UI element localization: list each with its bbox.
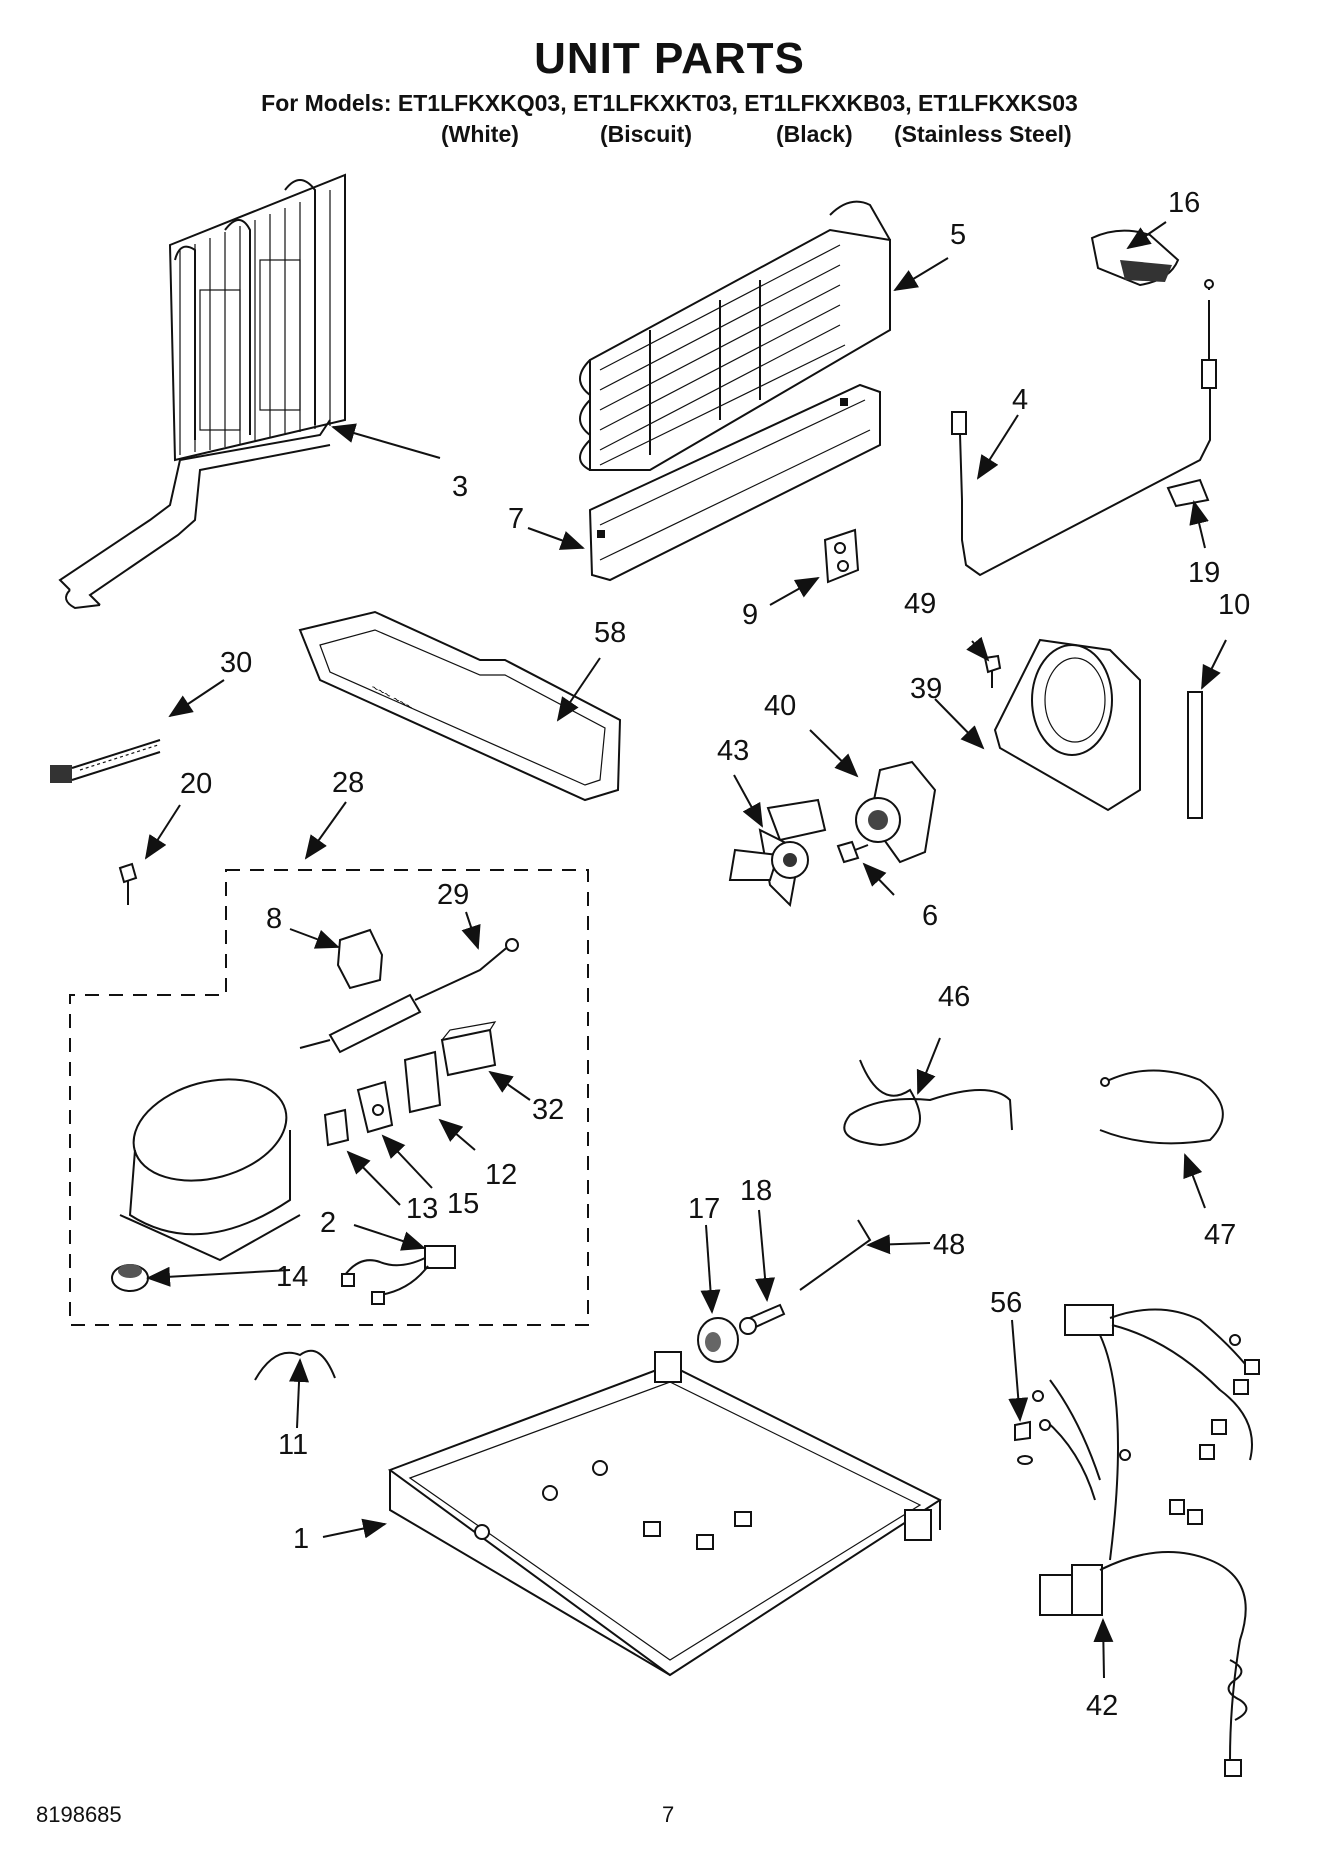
page-number: 7 — [662, 1802, 675, 1827]
callout-12: 12 — [485, 1159, 517, 1191]
callout-17: 17 — [688, 1193, 720, 1225]
tube-part-48 — [799, 1219, 872, 1291]
evaporator-part-5 — [579, 200, 891, 471]
finish-white: (White) — [441, 121, 519, 147]
filter-drier-part-29 — [299, 938, 519, 1054]
sensor-harness-part-4 — [951, 279, 1217, 577]
callout-39: 39 — [910, 673, 942, 705]
callout-49: 49 — [904, 588, 936, 620]
screw-part-6 — [836, 840, 869, 864]
callout-32: 32 — [532, 1094, 564, 1126]
compressor-kit-outline-part-28 — [69, 869, 589, 1326]
terminal-part-13 — [323, 1108, 350, 1147]
callout-3: 3 — [452, 471, 468, 503]
axle-pin-part-18 — [739, 1303, 786, 1335]
screw-part-56 — [1014, 1420, 1033, 1465]
callout-leaders — [144, 221, 1227, 1679]
callout-16: 16 — [1168, 187, 1200, 219]
fan-motor-part-40 — [855, 760, 937, 864]
screw-part-49 — [983, 654, 1002, 688]
callout-56: 56 — [990, 1287, 1022, 1319]
callout-19: 19 — [1188, 557, 1220, 589]
callout-4: 4 — [1012, 384, 1028, 416]
screw-part-20 — [118, 862, 138, 905]
wire-part-47 — [1099, 1069, 1224, 1145]
finish-stainless-steel: (Stainless Steel) — [894, 121, 1072, 147]
start-device-part-12 — [403, 1050, 442, 1114]
clip-part-9 — [823, 528, 860, 584]
drain-trough-part-7 — [588, 383, 881, 582]
callout-11: 11 — [278, 1429, 308, 1461]
callout-14: 14 — [276, 1261, 308, 1293]
fan-shroud-part-39 — [993, 638, 1141, 812]
callout-18: 18 — [740, 1175, 772, 1207]
callout-48: 48 — [933, 1229, 965, 1261]
main-wire-harness-part-42 — [1032, 1304, 1260, 1777]
condenser-coil-part-3 — [58, 173, 346, 610]
seal-strip-part-10 — [1187, 691, 1203, 819]
document-number: 8198685 — [36, 1802, 122, 1827]
page-title: UNIT PARTS — [534, 34, 805, 83]
fan-blade-part-43 — [728, 798, 827, 908]
callout-6: 6 — [922, 900, 938, 932]
clip-part-19 — [1166, 478, 1210, 508]
clip-part-11 — [254, 1349, 336, 1381]
callout-13: 13 — [406, 1193, 438, 1225]
callout-30: 30 — [220, 647, 252, 679]
cap-part-16 — [1090, 229, 1180, 287]
overload-part-32 — [440, 1021, 497, 1077]
callout-15: 15 — [447, 1188, 479, 1220]
finish-black: (Black) — [776, 121, 853, 147]
base-frame-part-1 — [387, 1351, 943, 1677]
cable-tie-part-30 — [50, 739, 161, 783]
callout-10: 10 — [1218, 589, 1250, 621]
callout-40: 40 — [764, 690, 796, 722]
callout-5: 5 — [950, 219, 966, 251]
finish-biscuit: (Biscuit) — [600, 121, 692, 147]
callout-43: 43 — [717, 735, 749, 767]
callout-20: 20 — [180, 768, 212, 800]
callout-1: 1 — [293, 1523, 309, 1555]
callout-29: 29 — [437, 879, 469, 911]
callout-46: 46 — [938, 981, 970, 1013]
callout-28: 28 — [332, 767, 364, 799]
compressor — [111, 1078, 301, 1292]
callout-47: 47 — [1204, 1219, 1236, 1251]
roller-part-17 — [697, 1317, 739, 1363]
callout-7: 7 — [508, 503, 524, 535]
relay-cover-part-15 — [356, 1080, 394, 1134]
tube-loop-part-46 — [843, 1059, 1013, 1147]
callout-42: 42 — [1086, 1690, 1118, 1722]
model-list: For Models: ET1LFKXKQ03, ET1LFKXKT03, ET… — [261, 90, 1078, 116]
callout-labels: 3 5 7 9 16 4 19 10 49 39 40 43 6 58 30 2… — [180, 187, 1250, 1722]
callout-9: 9 — [742, 599, 758, 631]
wire-harness-part-2 — [341, 1245, 456, 1305]
callout-8: 8 — [266, 903, 282, 935]
callout-58: 58 — [594, 617, 626, 649]
callout-2: 2 — [320, 1207, 336, 1239]
relay-part-8 — [336, 928, 384, 990]
